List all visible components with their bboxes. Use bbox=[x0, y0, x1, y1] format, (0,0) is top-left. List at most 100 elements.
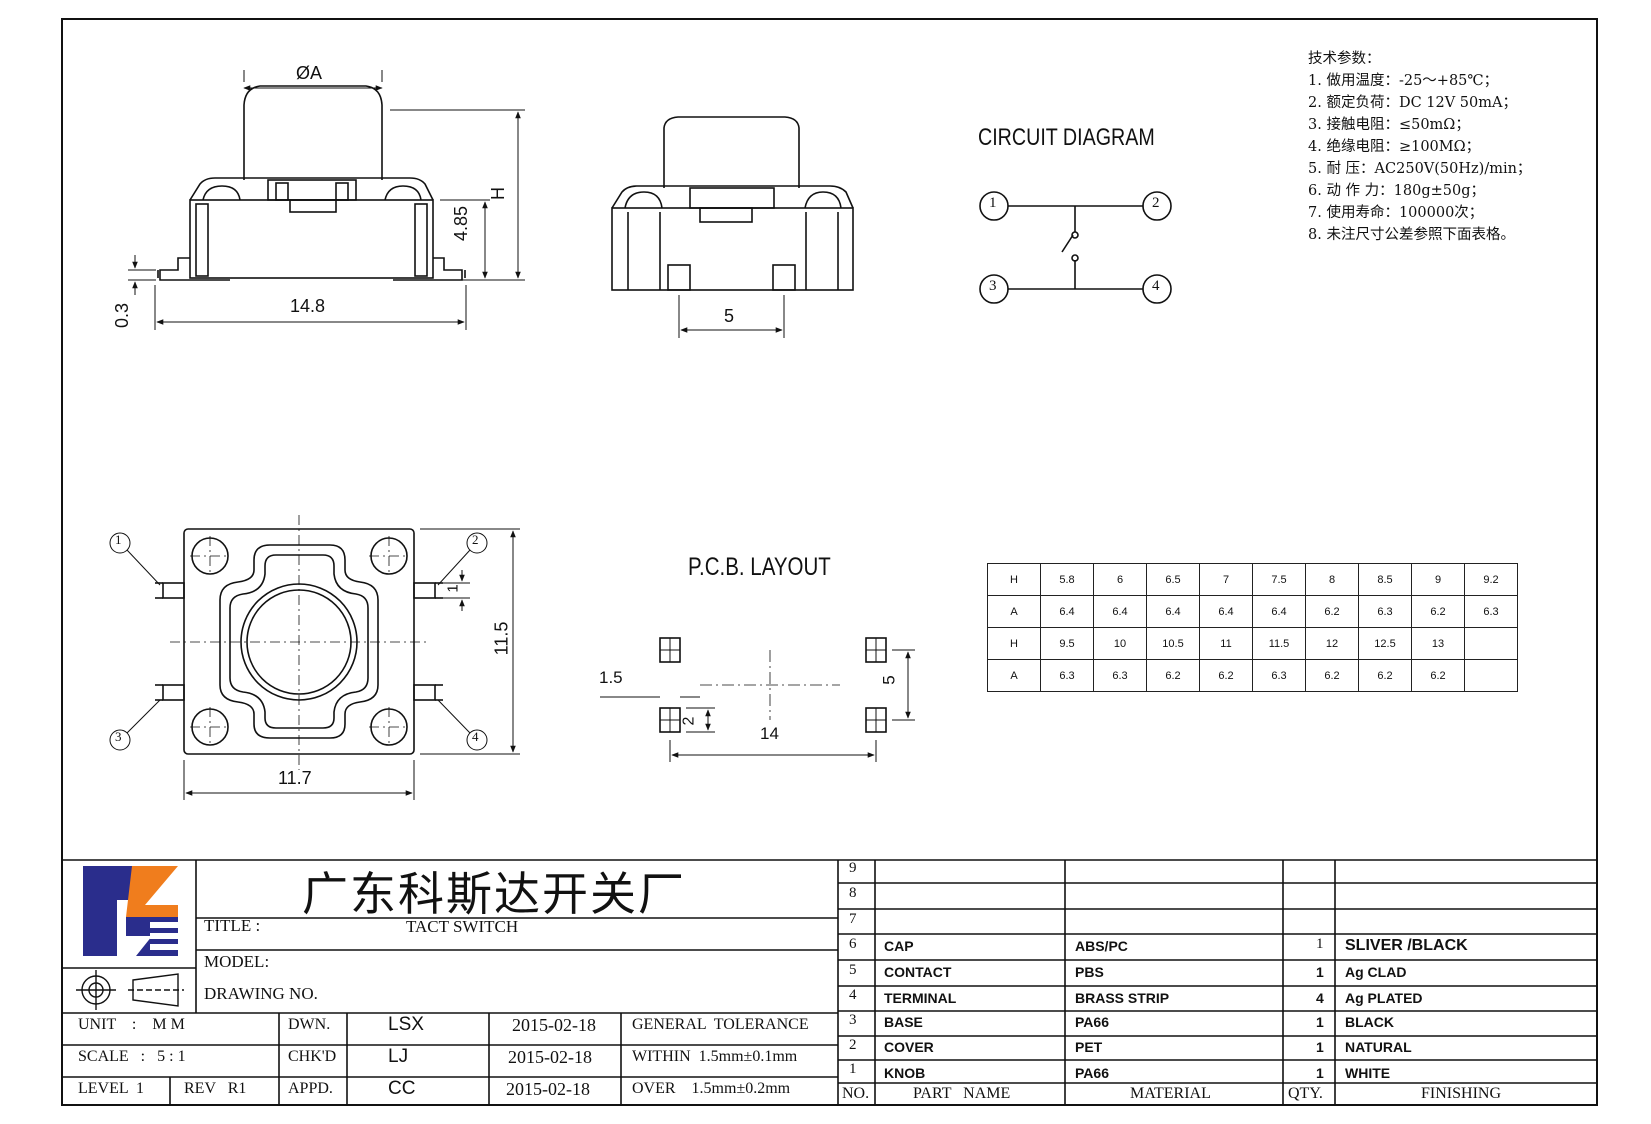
spec-item: 6. 动 作 力：180g±50g； bbox=[1308, 183, 1486, 199]
title-label: TITLE : bbox=[204, 916, 261, 935]
table-cell: 6.4 bbox=[1146, 595, 1200, 628]
dwn-date: 2015-02-18 bbox=[512, 1015, 596, 1035]
table-cell: 6.2 bbox=[1358, 659, 1412, 692]
circuit-pin-1: 1 bbox=[989, 195, 997, 211]
circuit-pin-4: 4 bbox=[1152, 278, 1160, 294]
bom-no: 8 bbox=[849, 885, 857, 901]
bom-qty: 1 bbox=[1316, 936, 1324, 952]
scale-field: SCALE : 5 : 1 bbox=[78, 1048, 186, 1065]
dim-width: 14.8 bbox=[290, 296, 326, 316]
table-cell: 9.2 bbox=[1464, 563, 1518, 596]
bom-header-part: PART NAME bbox=[913, 1085, 1011, 1102]
bom-finishing: NATURAL bbox=[1345, 1039, 1412, 1055]
table-cell: 6.3 bbox=[1464, 595, 1518, 628]
bom-qty: 1 bbox=[1316, 1014, 1324, 1030]
pcb-title: P.C.B. LAYOUT bbox=[688, 553, 831, 581]
appd-date: 2015-02-18 bbox=[506, 1079, 590, 1099]
table-cell: 6.3 bbox=[1093, 659, 1147, 692]
table-cell bbox=[1464, 659, 1518, 692]
title-value: TACT SWITCH bbox=[406, 917, 519, 936]
table-cell: 8 bbox=[1305, 563, 1359, 596]
spec-item: 2. 额定负荷：DC 12V 50mA； bbox=[1308, 95, 1517, 111]
spec-item: 5. 耐 压：AC250V(50Hz)/min； bbox=[1308, 161, 1532, 177]
bottom-pin-3: 3 bbox=[115, 729, 122, 744]
table-cell: 8.5 bbox=[1358, 563, 1412, 596]
tolerance-within: WITHIN 1.5mm±0.1mm bbox=[632, 1048, 798, 1065]
unit-field: UNIT : M M bbox=[78, 1016, 185, 1033]
bom-part: COVER bbox=[884, 1039, 934, 1055]
bom-no: 5 bbox=[849, 962, 857, 978]
table-cell: 6.2 bbox=[1146, 659, 1200, 692]
table-row: H 5.8 6 6.5 7 7.5 8 8.5 9 9.2 bbox=[987, 563, 1518, 596]
bom-no: 2 bbox=[849, 1037, 857, 1053]
table-cell: 6.5 bbox=[1146, 563, 1200, 596]
table-cell: H bbox=[987, 563, 1041, 596]
table-cell: 6.4 bbox=[1199, 595, 1253, 628]
spec-item: 3. 接触电阻：≤50mΩ； bbox=[1308, 117, 1470, 133]
bom-finishing: BLACK bbox=[1345, 1014, 1394, 1030]
tolerance-title: GENERAL TOLERANCE bbox=[632, 1016, 809, 1033]
tolerance-over: OVER 1.5mm±0.2mm bbox=[632, 1080, 791, 1097]
spec-list: 技术参数： 1. 做用温度：-25～+85℃； 2. 额定负荷：DC 12V 5… bbox=[1308, 48, 1531, 246]
table-cell: 12.5 bbox=[1358, 627, 1412, 660]
table-row: A 6.4 6.4 6.4 6.4 6.4 6.2 6.3 6.2 6.3 bbox=[987, 595, 1518, 628]
bottom-pin-1: 1 bbox=[115, 532, 122, 547]
table-cell: 6.3 bbox=[1040, 659, 1094, 692]
appd-label: APPD. bbox=[288, 1080, 333, 1097]
bom-material: PA66 bbox=[1075, 1014, 1109, 1030]
bom-material: PBS bbox=[1075, 964, 1104, 980]
table-cell: 6.2 bbox=[1411, 595, 1465, 628]
projection-symbol-icon bbox=[76, 970, 184, 1010]
table-cell: A bbox=[987, 659, 1041, 692]
bom-header-qty: QTY. bbox=[1288, 1085, 1323, 1102]
spec-item: 4. 绝缘电阻：≥100MΩ； bbox=[1308, 139, 1481, 155]
spec-heading: 技术参数： bbox=[1308, 51, 1381, 67]
bom-header-material: MATERIAL bbox=[1130, 1085, 1211, 1102]
company-logo bbox=[83, 864, 179, 956]
table-cell: 11.5 bbox=[1252, 627, 1306, 660]
table-cell: 12 bbox=[1305, 627, 1359, 660]
pcb-layout bbox=[600, 637, 915, 762]
table-cell: 10.5 bbox=[1146, 627, 1200, 660]
circuit-title: CIRCUIT DIAGRAM bbox=[978, 124, 1155, 151]
spec-item: 1. 做用温度：-25～+85℃； bbox=[1308, 73, 1499, 89]
bom-qty: 4 bbox=[1316, 990, 1324, 1006]
bom-no: 3 bbox=[849, 1012, 857, 1028]
bom-material: PET bbox=[1075, 1039, 1103, 1055]
bom-no: 1 bbox=[849, 1061, 857, 1077]
table-cell: 6.2 bbox=[1411, 659, 1465, 692]
bottom-pin-4: 4 bbox=[472, 729, 479, 744]
table-cell: 13 bbox=[1411, 627, 1465, 660]
drawing-frame bbox=[61, 18, 1598, 1106]
dim-diameter-a: ØA bbox=[296, 63, 323, 83]
bom-no: 6 bbox=[849, 936, 857, 952]
dim-bottom-height: 11.5 bbox=[491, 621, 512, 656]
dim-body-height: 4.85 bbox=[451, 205, 472, 242]
title-block-grid bbox=[61, 859, 1597, 1106]
table-cell: A bbox=[987, 595, 1041, 628]
bom-finishing: SLIVER /BLACK bbox=[1345, 937, 1468, 954]
table-cell: 6.4 bbox=[1252, 595, 1306, 628]
bottom-view bbox=[109, 515, 520, 800]
dim-pad-height: 2 bbox=[680, 716, 698, 726]
table-cell: 11 bbox=[1199, 627, 1253, 660]
circuit-diagram bbox=[979, 191, 1172, 304]
table-row: A 6.3 6.3 6.2 6.2 6.3 6.2 6.2 6.2 bbox=[987, 659, 1518, 692]
table-cell: 6.4 bbox=[1093, 595, 1147, 628]
dwn-value: LSX bbox=[388, 1014, 424, 1035]
dim-pitch: 5 bbox=[724, 306, 735, 326]
dimension-table: H 5.8 6 6.5 7 7.5 8 8.5 9 9.2 A 6.4 6.4 … bbox=[987, 563, 1518, 692]
bom-header-no: NO. bbox=[842, 1085, 870, 1102]
table-row: H 9.5 10 10.5 11 11.5 12 12.5 13 bbox=[987, 627, 1518, 660]
bom-material: BRASS STRIP bbox=[1075, 990, 1170, 1006]
table-cell: 6.2 bbox=[1305, 595, 1359, 628]
bom-part: KNOB bbox=[884, 1065, 926, 1081]
model-label: MODEL: bbox=[204, 952, 270, 971]
bom-material: ABS/PC bbox=[1075, 938, 1128, 954]
bottom-pin-2: 2 bbox=[472, 532, 479, 547]
dim-height-h: H bbox=[488, 187, 508, 200]
dim-span-y: 5 bbox=[879, 675, 899, 685]
front-view bbox=[128, 70, 525, 330]
bom-part: BASE bbox=[884, 1014, 923, 1030]
table-cell: 6.2 bbox=[1305, 659, 1359, 692]
